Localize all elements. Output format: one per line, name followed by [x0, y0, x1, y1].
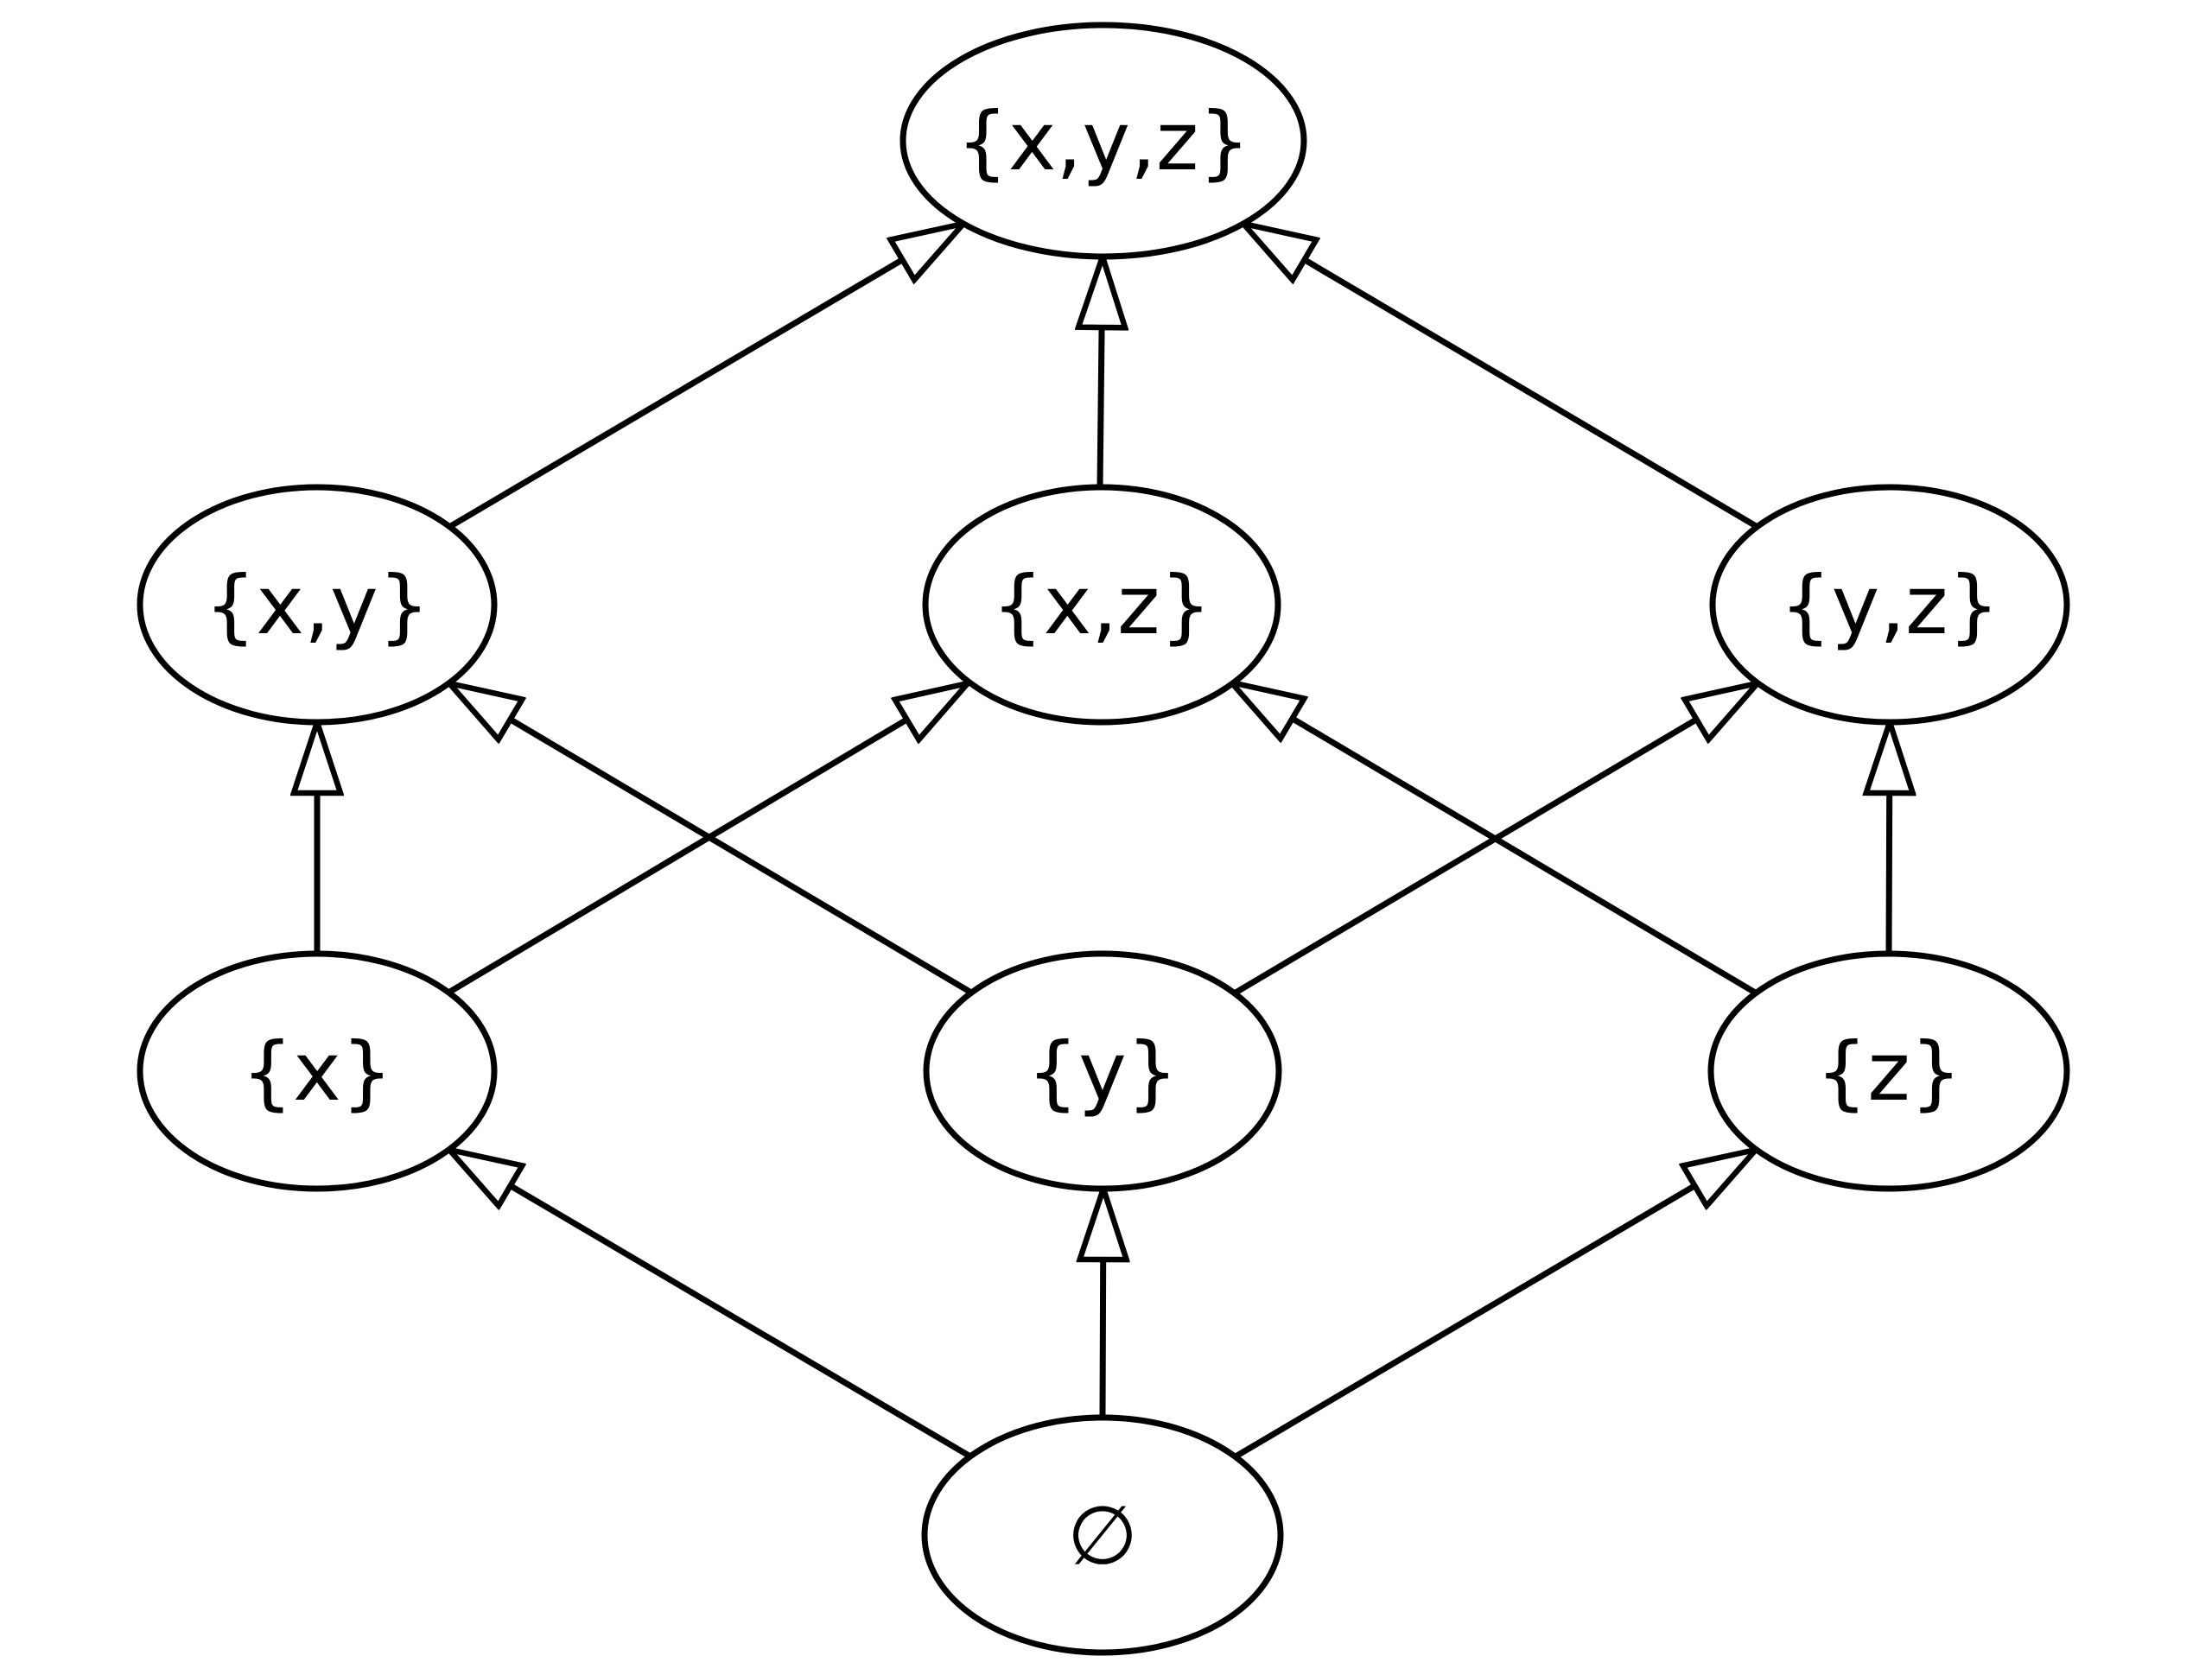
node-x-ellipse	[137, 950, 498, 1192]
node-y: {y}	[923, 950, 1282, 1192]
node-empty-set-label: ∅	[1067, 1489, 1138, 1583]
edge-z-to-yz	[1889, 722, 1890, 955]
nodes: {x,y,z} {x,y} {x,z} {y,z} {x} {y}	[137, 22, 2070, 1656]
edge-y-to-xy	[449, 683, 973, 996]
node-xy-label: {x,y}	[205, 559, 430, 653]
node-empty-set-ellipse	[921, 1414, 1284, 1656]
edge-xy-to-xyz	[448, 224, 963, 530]
node-xyz-ellipse	[899, 22, 1307, 260]
node-xz-ellipse	[922, 484, 1281, 726]
edge-empty-to-x	[449, 1150, 972, 1460]
node-xy: {x,y}	[137, 484, 498, 726]
node-y-ellipse	[923, 950, 1282, 1192]
node-yz-ellipse	[1709, 484, 2070, 726]
edges	[317, 224, 1890, 1460]
node-x-label: {x}	[241, 1025, 392, 1120]
node-xz: {x,z}	[922, 484, 1281, 726]
node-z-label: {z}	[1816, 1025, 1962, 1120]
node-x: {x}	[137, 950, 498, 1192]
node-xy-ellipse	[137, 484, 498, 726]
node-z-ellipse	[1707, 950, 2070, 1192]
node-xyz: {x,y,z}	[899, 22, 1307, 260]
edge-z-to-xz	[1231, 682, 1758, 997]
node-yz: {y,z}	[1709, 484, 2070, 726]
edge-yz-to-xyz	[1243, 224, 1759, 530]
node-xyz-label: {x,y,z}	[957, 95, 1250, 189]
node-y-label: {y}	[1027, 1025, 1178, 1120]
edge-empty-to-z	[1234, 1150, 1756, 1460]
edge-xz-to-xyz	[1100, 257, 1103, 488]
node-empty-set: ∅	[921, 1414, 1284, 1656]
node-xz-label: {x,z}	[992, 559, 1211, 653]
node-z: {z}	[1707, 950, 2070, 1192]
node-yz-label: {y,z}	[1780, 559, 1999, 653]
